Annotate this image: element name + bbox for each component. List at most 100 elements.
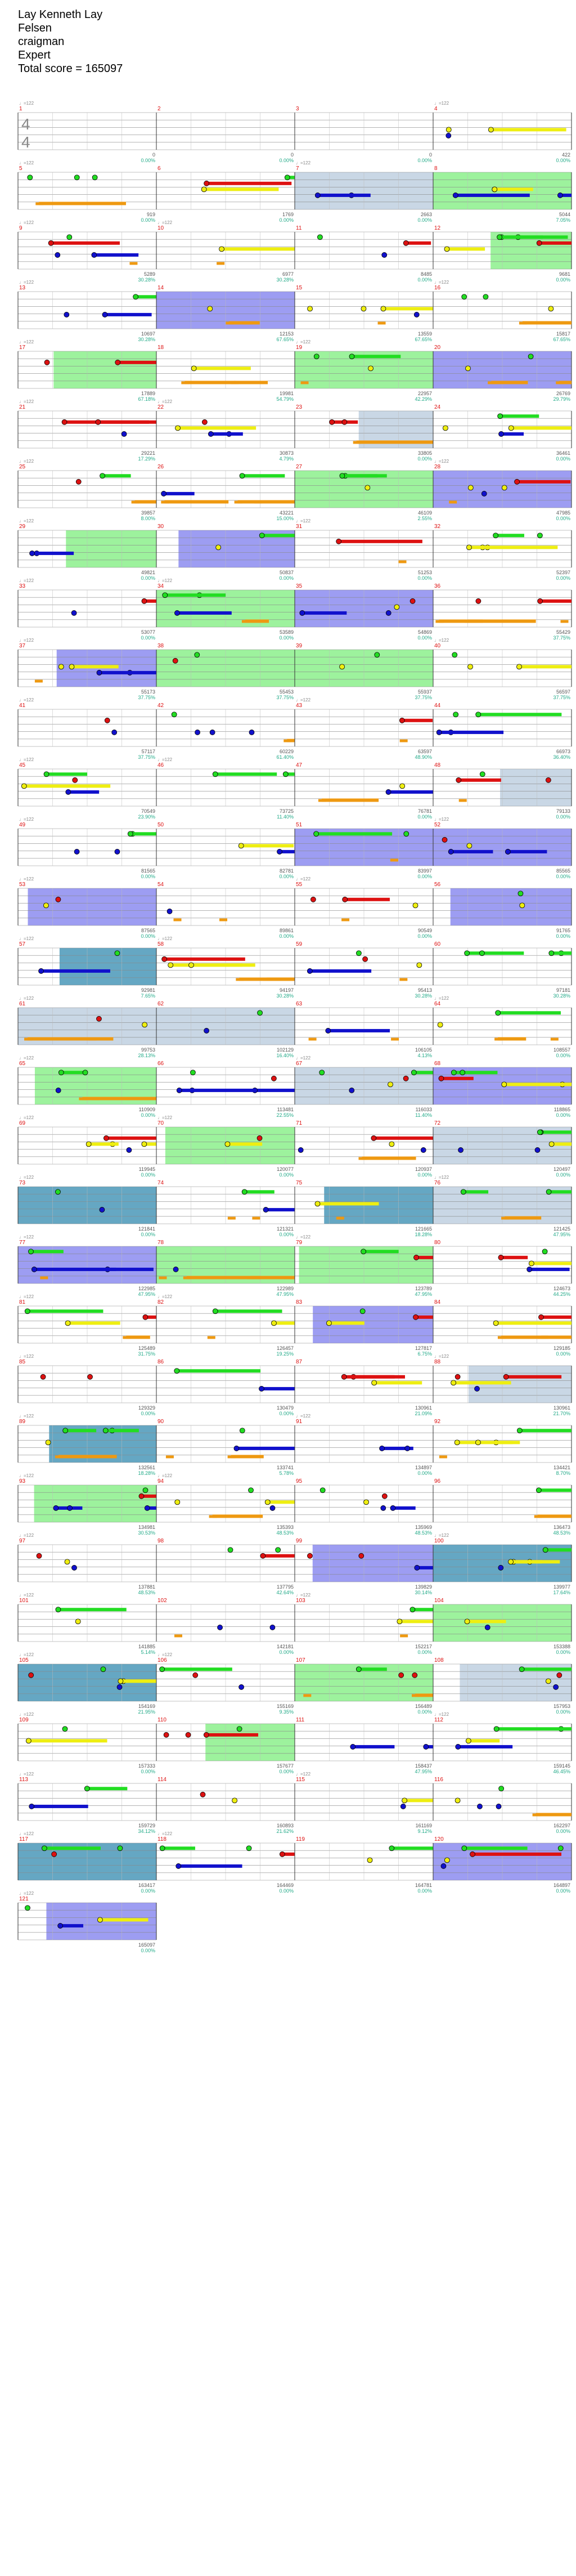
note-gem	[31, 1267, 37, 1272]
measure-highlight	[53, 351, 156, 388]
measure-number: 54	[158, 882, 164, 888]
open-note	[34, 679, 43, 683]
tempo-marker: ♩=122	[158, 1115, 173, 1120]
sustain-trail	[441, 1076, 474, 1080]
note-gem	[526, 1267, 533, 1272]
measure-number: 16	[434, 285, 441, 291]
note-gem	[501, 1081, 507, 1088]
note-gem	[284, 175, 290, 181]
measure-number: 60	[434, 941, 441, 947]
sustain-trail	[519, 1429, 572, 1433]
measure-number: 83	[296, 1299, 303, 1305]
measure-percent: 30.28%	[276, 993, 294, 999]
measure-number: 21	[19, 404, 26, 410]
note-gem	[25, 1905, 30, 1911]
open-note	[550, 1037, 559, 1041]
note-gem	[201, 186, 207, 193]
measure-number: 39	[296, 643, 303, 649]
note-gem	[495, 1010, 501, 1016]
measure-percent: 16.40%	[276, 1053, 294, 1058]
measure-number: 112	[434, 1717, 443, 1723]
measure-number: 37	[19, 643, 26, 649]
note-gem	[460, 1189, 466, 1195]
note-gem	[481, 491, 487, 497]
note-gem	[203, 1732, 209, 1738]
note-gem	[208, 431, 214, 437]
note-gem	[74, 849, 80, 855]
note-gem	[224, 1141, 231, 1147]
measure-number: 34	[158, 583, 164, 589]
note-gem	[414, 1565, 420, 1571]
measure-score: 6977	[282, 271, 294, 277]
note-gem	[114, 849, 120, 855]
note-gem	[446, 127, 452, 133]
sustain-trail	[469, 545, 558, 549]
note-gem	[103, 1135, 109, 1141]
note-gem	[412, 1672, 418, 1678]
sustain-trail	[51, 241, 120, 245]
measure-percent: 46.45%	[553, 1769, 570, 1774]
sustain-trail	[46, 772, 88, 776]
open-note	[318, 799, 326, 802]
measure-percent: 0.00%	[279, 1888, 294, 1894]
note-gem	[479, 771, 485, 777]
note-gem	[36, 1553, 42, 1559]
sustain-trail	[178, 1864, 242, 1868]
note-gem	[96, 1016, 102, 1022]
note-gem	[275, 1547, 281, 1553]
measure-number: 40	[434, 643, 441, 649]
open-note	[55, 1455, 63, 1459]
tempo-marker: ♩=122	[19, 1891, 34, 1896]
note-gem	[534, 1147, 541, 1153]
note-gem	[467, 664, 473, 670]
measure-percent: 23.90%	[138, 814, 155, 820]
tempo-marker: ♩=122	[19, 876, 34, 882]
measure-score: 135393	[277, 1524, 294, 1530]
note-gem	[257, 1010, 263, 1016]
note-gem	[498, 1786, 505, 1792]
sustain-trail	[358, 1667, 387, 1671]
sustain-trail	[27, 1309, 104, 1313]
note-gem	[458, 1147, 464, 1153]
note-gem	[61, 419, 68, 425]
measure-percent: 29.79%	[553, 396, 570, 402]
measure-score: 55173	[141, 689, 155, 695]
note-gem	[508, 1559, 514, 1565]
measure-number: 75	[296, 1180, 303, 1186]
sustain-trail	[559, 381, 572, 384]
sustain-trail	[467, 1620, 506, 1624]
note-gem	[454, 1797, 461, 1804]
sustain-trail	[392, 1846, 433, 1850]
tempo-marker: ♩=122	[19, 518, 34, 524]
sustain-trail	[82, 1097, 156, 1101]
note-gem	[350, 1744, 356, 1750]
measure-score: 0	[152, 152, 155, 158]
note-gem	[518, 891, 524, 897]
measure-number: 91	[296, 1419, 303, 1425]
note-gem	[319, 1070, 325, 1076]
note-gem	[62, 1726, 68, 1732]
measure-percent: 11.40%	[415, 1112, 432, 1118]
note-gem	[38, 968, 44, 974]
measure-score: 46109	[418, 510, 432, 516]
note-gem	[97, 1917, 103, 1923]
note-gem	[277, 849, 282, 855]
note-gem	[436, 730, 442, 735]
note-gem	[236, 1726, 242, 1732]
note-gem	[142, 1487, 148, 1493]
sustain-trail	[467, 619, 536, 623]
tempo-marker: ♩=122	[19, 399, 34, 404]
sustain-trail	[237, 500, 295, 504]
open-note	[341, 918, 350, 922]
sustain-trail	[65, 1429, 97, 1433]
note-gem	[498, 1254, 504, 1260]
measure-number: 31	[296, 524, 303, 530]
measure-score: 66973	[556, 749, 570, 754]
note-gem	[175, 425, 181, 431]
measure-score: 159729	[138, 1823, 155, 1828]
measure-percent: 21.62%	[276, 1828, 294, 1834]
measure-score: 30873	[280, 450, 294, 456]
measure-score: 5289	[144, 271, 155, 277]
tempo-marker: ♩=122	[296, 339, 311, 345]
open-note	[165, 1455, 174, 1459]
